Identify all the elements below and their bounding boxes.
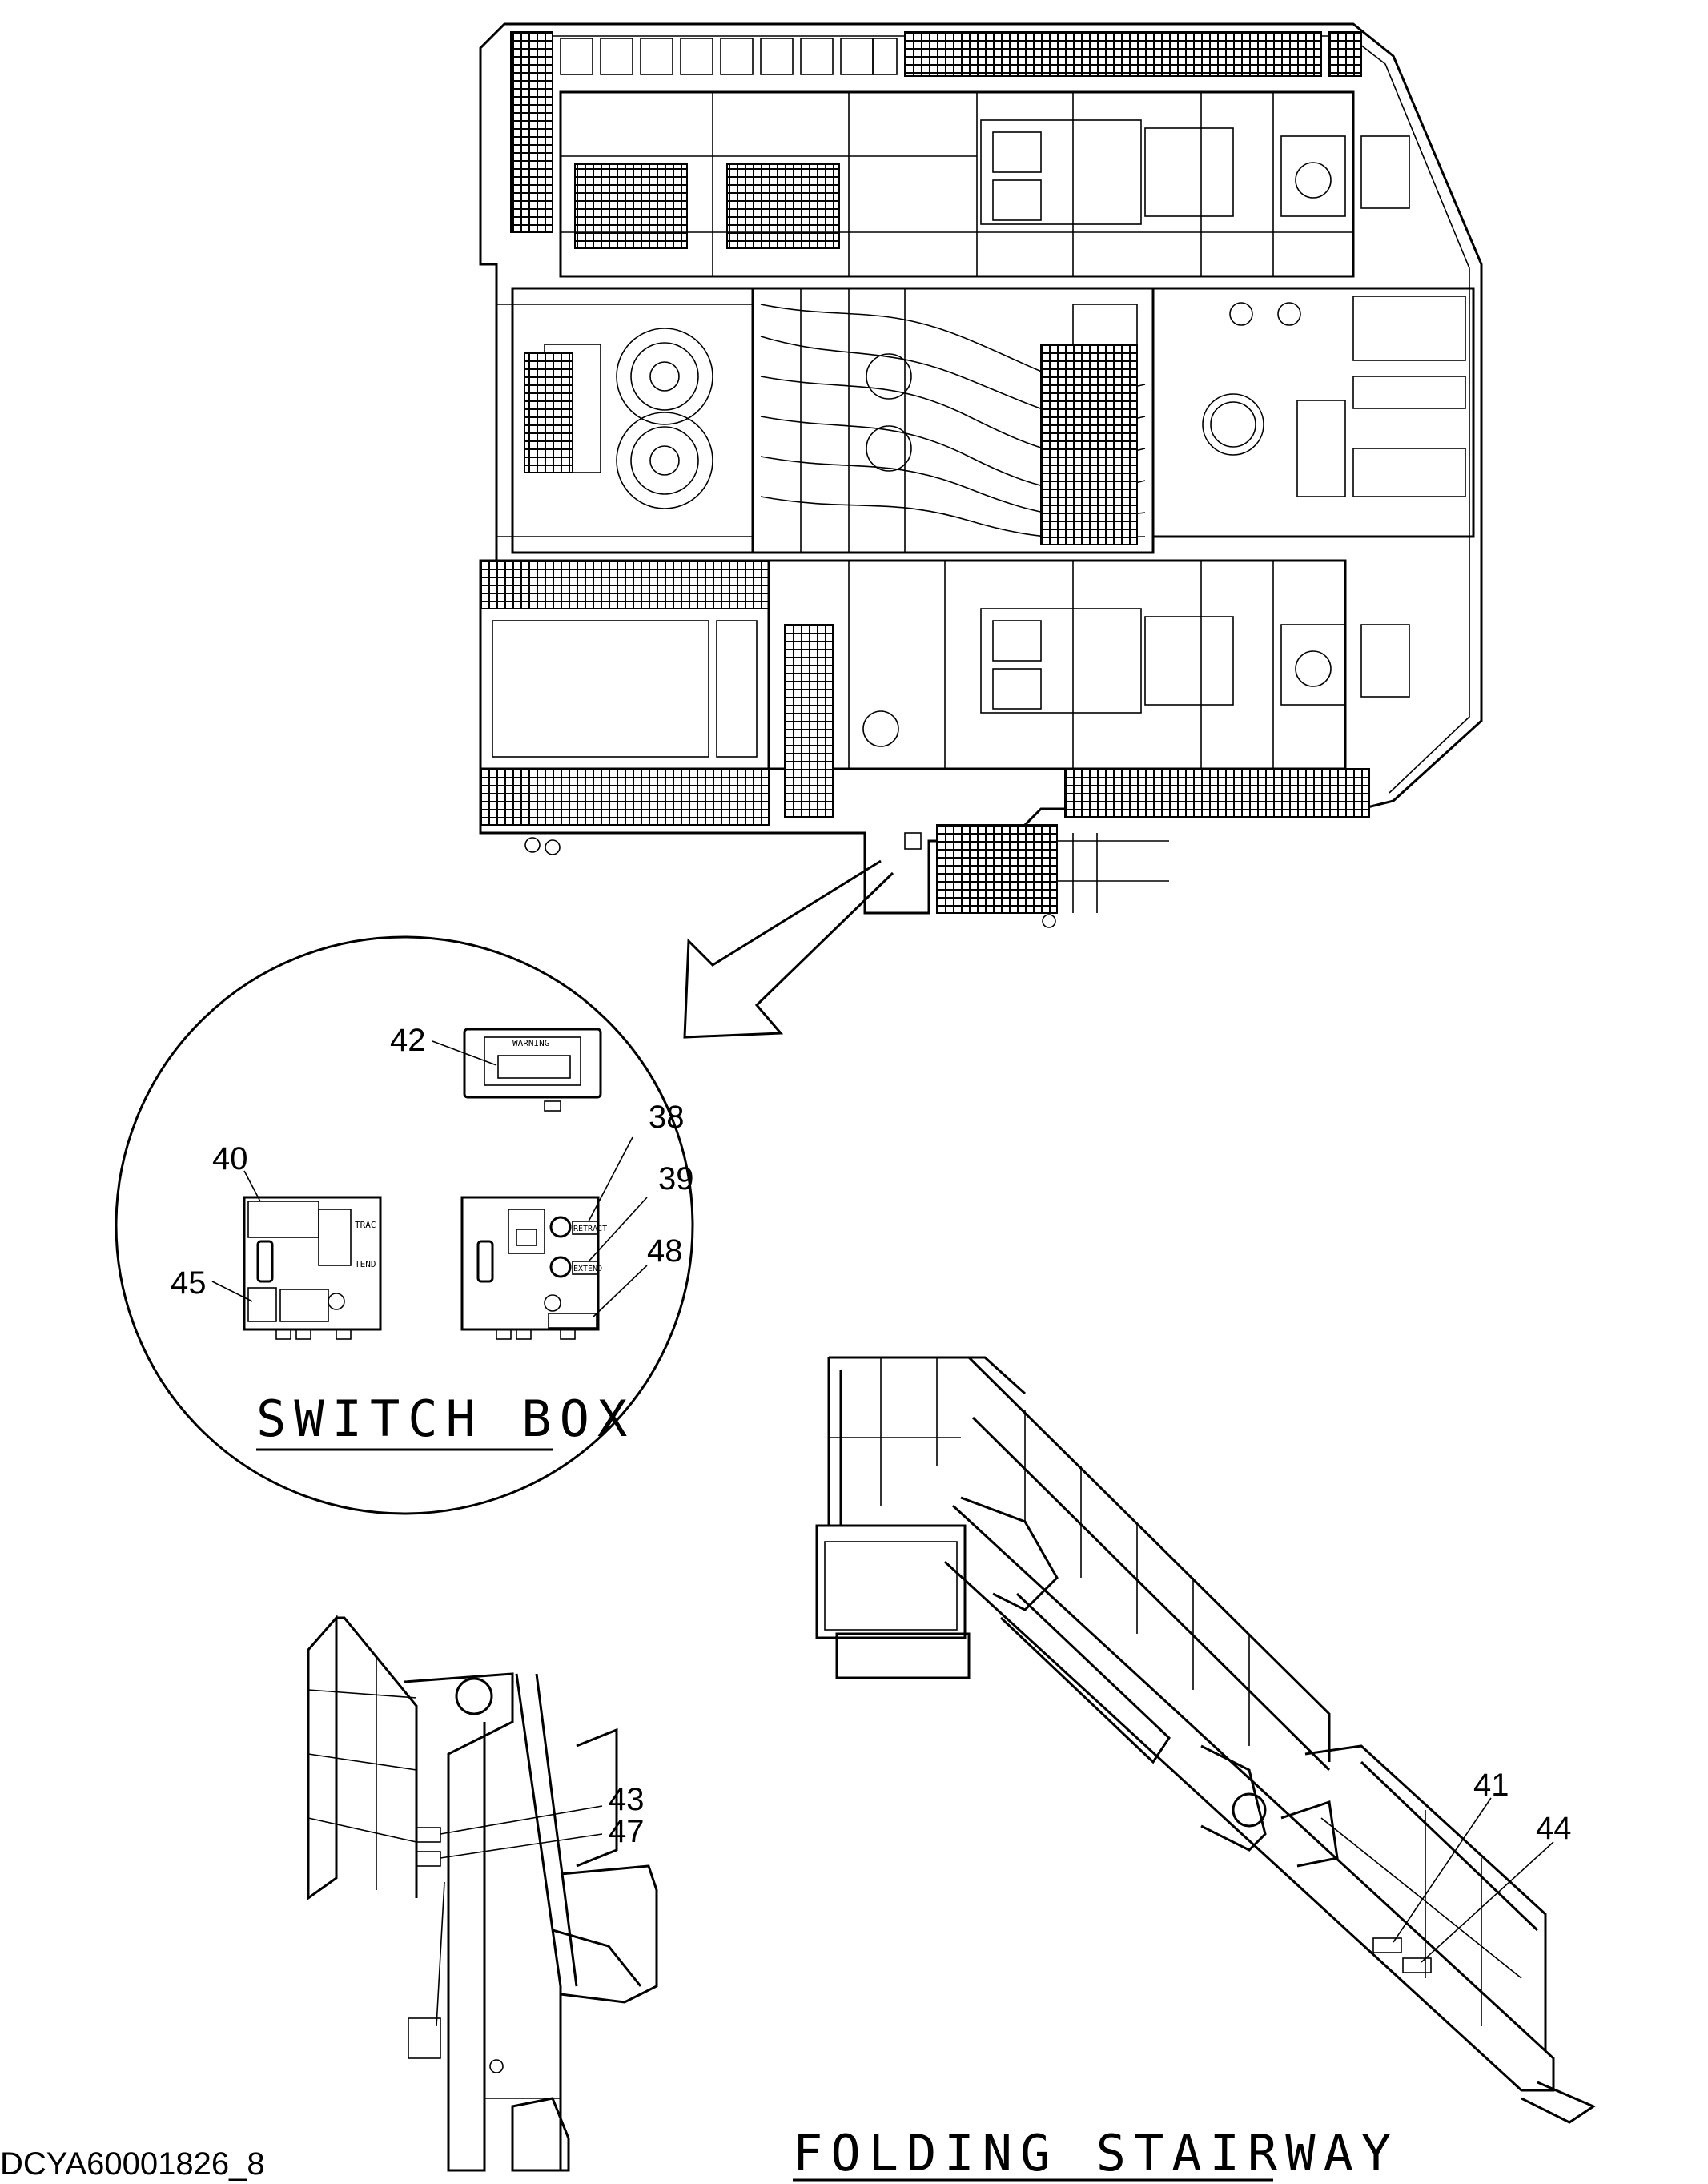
callout-41: 41 [1473,1768,1509,1803]
callout-38: 38 [649,1100,685,1135]
switch-box-detail: WARNING TRAC TEND R [115,935,694,1515]
trac-label: TRAC [355,1220,376,1230]
switch-box-left: TRAC TEND [243,1196,382,1340]
stairway-deployed-leaders [1393,1797,1554,1963]
machine-top-view [479,22,1483,928]
switch-box-right: RETRACT EXTEND [460,1196,607,1340]
stairway-deployed-view: 41 44 FOLDING STAIRWAY [793,1356,1597,2182]
swing-motors [496,287,754,554]
tend-label: TEND [355,1259,376,1269]
callout-45: 45 [171,1265,207,1301]
switch-box-caption: SWITCH BOX [256,1390,635,1448]
extend-label: EXTEND [573,1265,602,1273]
folding-stairway-caption: FOLDING STAIRWAY [793,2124,1399,2182]
callout-42: 42 [390,1023,426,1058]
stairway-side-leaders [440,1805,603,1859]
stairway-side-view: 43 47 [307,1615,658,2172]
callout-44: 44 [1536,1811,1572,1846]
retract-label: RETRACT [573,1225,607,1233]
callout-40: 40 [212,1141,248,1176]
switch-box-leaders [211,1040,648,1318]
callout-43: 43 [609,1782,645,1817]
callout-47: 47 [609,1814,645,1849]
switch-box-cover: WARNING [463,1028,602,1112]
callout-39: 39 [658,1161,694,1197]
cover-warning-text: WARNING [512,1038,549,1048]
callout-48: 48 [647,1233,683,1269]
detail-arrow [683,859,894,1039]
drawing-id: DCYA60001826_8 [0,2146,265,2182]
